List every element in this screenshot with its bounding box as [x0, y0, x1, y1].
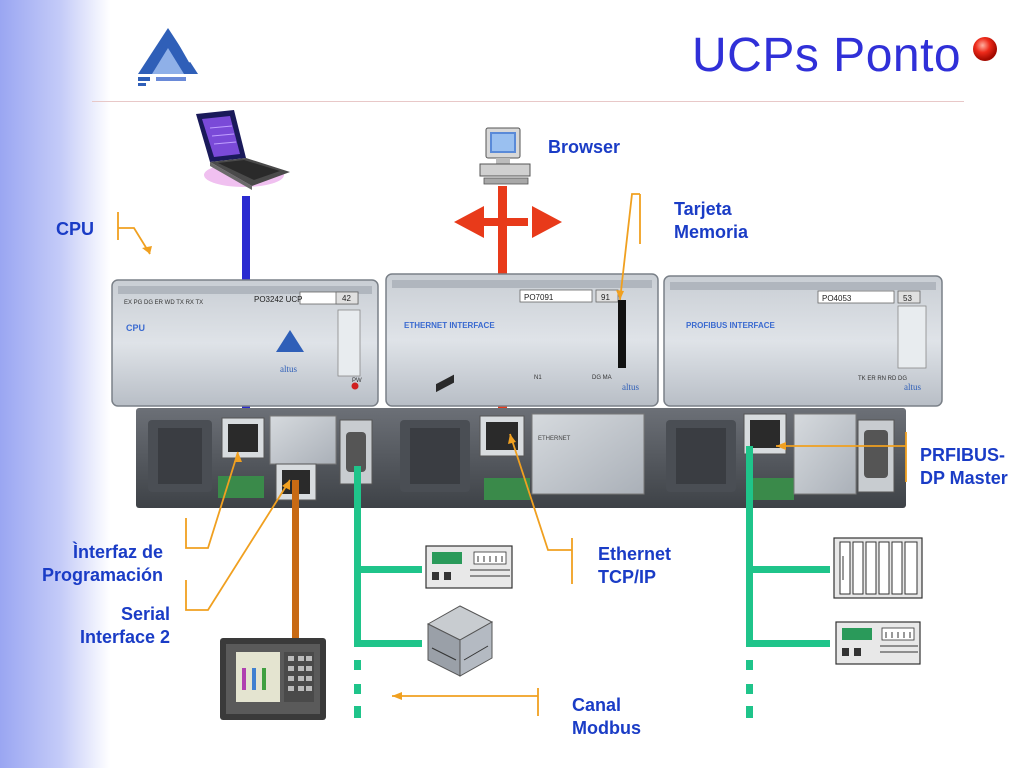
desktop-computer-icon — [479, 127, 531, 185]
label-serial-line2: Interface 2 — [79, 627, 170, 647]
cpu-connector-base — [148, 415, 373, 501]
label-cpu: CPU — [56, 219, 95, 239]
cpu-model-label: PO3242 UCP — [254, 295, 302, 304]
cpu-led-labels: EX PG DG ER WD TX RX TX — [124, 300, 203, 306]
cpu-module: EX PG DG ER WD TX RX TX PO3242 UCP 42 CP… — [111, 279, 379, 407]
ethernet-port-label: ETHERNET — [538, 436, 571, 442]
ethernet-dg-label: DG MA — [592, 375, 612, 381]
left-gradient-band — [0, 0, 110, 768]
operator-panel-icon — [220, 638, 326, 720]
profibus-device-rack-icon — [833, 537, 923, 599]
ethernet-number-label: 91 — [601, 293, 610, 302]
ethernet-brand: altus — [622, 382, 639, 392]
modbus-device-rack-icon — [425, 545, 513, 589]
ethernet-connector-base: ETHERNET — [400, 413, 645, 500]
slide-title: UCPs Ponto — [692, 29, 962, 82]
label-ethernet-line1: Ethernet — [598, 544, 672, 564]
label-interfaz-line1: Ìnterfaz de — [72, 542, 163, 562]
ethernet-module-caption: ETHERNET INTERFACE — [404, 321, 495, 330]
profibus-bus-right — [746, 446, 830, 718]
profibus-led-labels: TK ER RN RD DG — [858, 376, 907, 382]
serial-link-orange — [292, 480, 299, 640]
cpu-brand: altus — [280, 364, 297, 374]
modbus-io-module-icon — [426, 374, 494, 677]
ethernet-n1-label: N1 — [534, 375, 542, 381]
callout-arrowheads — [142, 246, 786, 700]
ethernet-module: PO7091 91 ETHERNET INTERFACE N1 DG MA al… — [385, 273, 659, 407]
label-tarjeta-line1: Tarjeta — [674, 199, 732, 219]
laptop-icon — [196, 110, 290, 190]
label-canal-line2: Modbus — [572, 718, 641, 738]
label-ethernet-line2: TCP/IP — [598, 567, 657, 587]
ethernet-model-label: PO7091 — [524, 293, 554, 302]
label-browser: Browser — [548, 137, 621, 157]
cpu-pw-label: PW — [352, 378, 362, 384]
label-tarjeta-line2: Memoria — [674, 222, 749, 242]
profibus-number-label: 53 — [903, 294, 912, 303]
cpu-number-label: 42 — [342, 294, 351, 303]
profibus-model-label: PO4053 — [822, 294, 852, 303]
profibus-brand: altus — [904, 382, 921, 392]
label-interfaz-line2: Programación — [41, 565, 163, 585]
profibus-module-caption: PROFIBUS INTERFACE — [686, 321, 776, 330]
modbus-bus-left — [354, 466, 422, 718]
label-prfibus-line1: PRFIBUS- — [920, 445, 1005, 465]
label-serial-line1: Serial — [120, 604, 170, 624]
cpu-module-caption: CPU — [126, 323, 145, 333]
label-prfibus-line2: DP Master — [920, 468, 1008, 488]
altus-logo-icon — [138, 28, 198, 86]
profibus-module: PO4053 53 PROFIBUS INTERFACE TK ER RN RD… — [663, 275, 943, 407]
red-bullet-icon — [973, 37, 997, 61]
profibus-device-unit-icon — [835, 621, 921, 665]
label-canal-line1: Canal — [572, 695, 622, 715]
callout-lines — [117, 193, 907, 716]
profibus-connector-base — [666, 413, 895, 500]
title-rule — [92, 101, 964, 102]
